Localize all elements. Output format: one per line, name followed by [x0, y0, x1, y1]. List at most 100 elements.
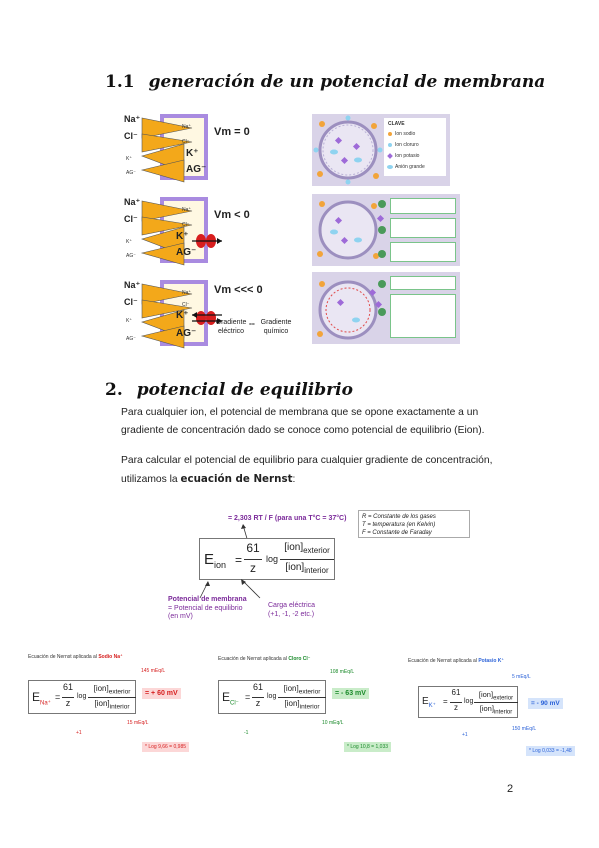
inner-ion-ag: AG⁻ — [176, 247, 197, 258]
eq-equals: = — [245, 692, 251, 702]
charge-value: -1 — [244, 730, 249, 736]
int-conc: 10 mEq/L — [322, 720, 344, 726]
fraction-bar — [278, 697, 326, 698]
cell-icon — [317, 200, 386, 260]
gradient-op: == — [249, 322, 255, 328]
example-sodium: Ecuación de Nernst aplicada al Sodio Na⁺… — [24, 650, 214, 760]
ext-conc: 108 mEq/L — [330, 669, 355, 675]
section-2-title: potencial de equilibrio — [136, 380, 353, 400]
fraction-bar — [280, 559, 334, 560]
example-chloride: Ecuación de Nernst aplicada al Cloro Cl⁻… — [214, 650, 404, 760]
annotation-box — [390, 294, 456, 338]
eq-constant: 61 — [246, 541, 260, 555]
charge-value: +1 — [462, 732, 468, 738]
ion-ag-small: AG⁻ — [126, 170, 136, 176]
concentration-triangles — [140, 117, 193, 183]
int-conc: 150 mEq/L — [512, 726, 537, 732]
inner-ion-ag: AG⁻ — [176, 328, 197, 339]
constant-note: = 2,303 RT / F (para una T°C = 37°C) — [228, 515, 347, 522]
result-badge: = + 60 mV — [142, 688, 181, 699]
example-title: Ecuación de Nernst aplicada al Cloro Cl⁻ — [218, 656, 311, 662]
cell-diagram-3 — [312, 272, 460, 344]
ion-ag-small: AG⁻ — [126, 253, 136, 259]
paragraph-2-suffix: : — [292, 474, 296, 485]
concentration-triangles — [140, 283, 193, 349]
gradient-chemical-label: Gradiente químico — [260, 319, 292, 335]
inner-ion-na: Na⁺ — [182, 124, 192, 130]
ion-k-small: K⁺ — [126, 156, 132, 162]
vm-label: Vm = 0 — [214, 126, 250, 138]
paragraph-1: Para cualquier ion, el potencial de memb… — [121, 407, 485, 436]
eq-numerator: [ion]exterior — [284, 542, 330, 555]
ion-k-small: K⁺ — [126, 318, 132, 324]
ion-na: Na⁺ — [124, 114, 141, 124]
legend-item-anion: Anión grande — [395, 164, 425, 170]
ion-na: Na⁺ — [124, 197, 141, 207]
int-conc: 15 mEq/L — [127, 720, 149, 726]
membrane-panel-2: Na⁺ Cl⁻ K⁺ AG⁻ Na⁺ Cl⁻ K⁺ AG⁻ Vm < 0 — [122, 195, 302, 267]
eq-denominator: [ion]interior — [285, 562, 329, 575]
membrane-potential-label: Potencial de membrana = Potencial de equ… — [168, 596, 247, 620]
eq-log: log — [464, 698, 474, 705]
chloride-icon — [388, 143, 392, 147]
fraction-bar — [88, 697, 136, 698]
fraction-bar — [474, 702, 518, 703]
eq-denominator: [ion]interior — [94, 699, 130, 711]
example-equation: EK⁺ = 61 z log [ion]exterior [ion]interi… — [418, 686, 518, 718]
inner-ion-cl: Cl⁻ — [182, 302, 190, 308]
legend-item-chloride: Ion cloruro — [395, 142, 419, 148]
cell-icon — [313, 115, 383, 185]
ion-cl: Cl⁻ — [124, 131, 138, 141]
nernst-link-text: ecuación de Nernst — [180, 473, 293, 485]
eq-equals: = — [443, 697, 448, 706]
concentration-triangles — [140, 200, 193, 266]
log-note: * Log 10,8 = 1,033 — [344, 742, 392, 752]
legend-line-t: T = temperatura (en Kelvin) — [362, 522, 436, 528]
legend: CLAVE Ion sodio Ion cloruro Ion potasio … — [384, 118, 446, 176]
inner-ion-k: K⁺ — [176, 231, 189, 242]
ion-ag-small: AG⁻ — [126, 336, 136, 342]
fraction-bar — [62, 697, 74, 698]
eq-numerator: [ion]exterior — [93, 684, 131, 696]
ion-cl: Cl⁻ — [124, 214, 138, 224]
constants-legend: R = Constante de los gases T = temperatu… — [358, 510, 470, 538]
example-title: Ecuación de Nernst aplicada al Potasio K… — [408, 658, 505, 664]
sodium-icon — [388, 132, 392, 136]
annotation-box — [390, 198, 456, 214]
example-equation: ECl⁻ = 61 z log [ion]exterior [ion]inter… — [218, 680, 326, 714]
potassium-channel-icon — [192, 311, 222, 325]
ext-conc: 5 mEq/L — [512, 674, 531, 680]
vm-label: Vm < 0 — [214, 209, 250, 221]
eq-z: z — [255, 698, 261, 708]
eq-constant: 61 — [252, 682, 263, 692]
gradient-electric-label: Gradiente eléctrico — [215, 319, 247, 335]
annotation-box — [390, 242, 456, 262]
example-potassium: Ecuación de Nernst aplicada al Potasio K… — [402, 650, 592, 760]
eq-constant: 61 — [451, 688, 461, 697]
result-badge: = - 90 mV — [528, 698, 563, 709]
large-anion-icon — [387, 165, 393, 169]
section-1-number: 1.1 — [105, 72, 135, 92]
eq-equals: = — [235, 553, 243, 567]
eq-lhs: EK⁺ — [422, 696, 436, 709]
eq-z: z — [65, 698, 71, 708]
cell-icon — [317, 280, 386, 340]
paragraph-2: Para calcular el potencial de equilibrio… — [121, 452, 521, 489]
cell-diagram-2 — [312, 194, 460, 266]
fraction-bar — [450, 702, 462, 703]
ion-k-small: K⁺ — [126, 239, 132, 245]
charge-value: +1 — [76, 730, 82, 736]
ext-conc: 145 mEq/L — [141, 668, 166, 674]
nernst-equation: Eion = 61 z log [ion]exterior [ion]inter… — [199, 538, 335, 580]
potassium-icon — [387, 153, 393, 159]
inner-ion-cl: Cl⁻ — [182, 139, 190, 145]
eq-denominator: [ion]interior — [479, 704, 513, 716]
eq-z: z — [250, 561, 256, 575]
section-2-heading: 2.potencial de equilibrio — [105, 380, 353, 400]
cell-diagram-1: CLAVE Ion sodio Ion cloruro Ion potasio … — [312, 114, 450, 186]
page-number: 2 — [507, 783, 514, 795]
charge-label: Carga eléctrica (+1, -1, -2 etc.) — [268, 602, 316, 618]
legend-line-f: F = Constante de Faraday — [362, 530, 432, 536]
legend-item-sodium: Ion sodio — [395, 131, 416, 137]
ion-na: Na⁺ — [124, 280, 141, 290]
